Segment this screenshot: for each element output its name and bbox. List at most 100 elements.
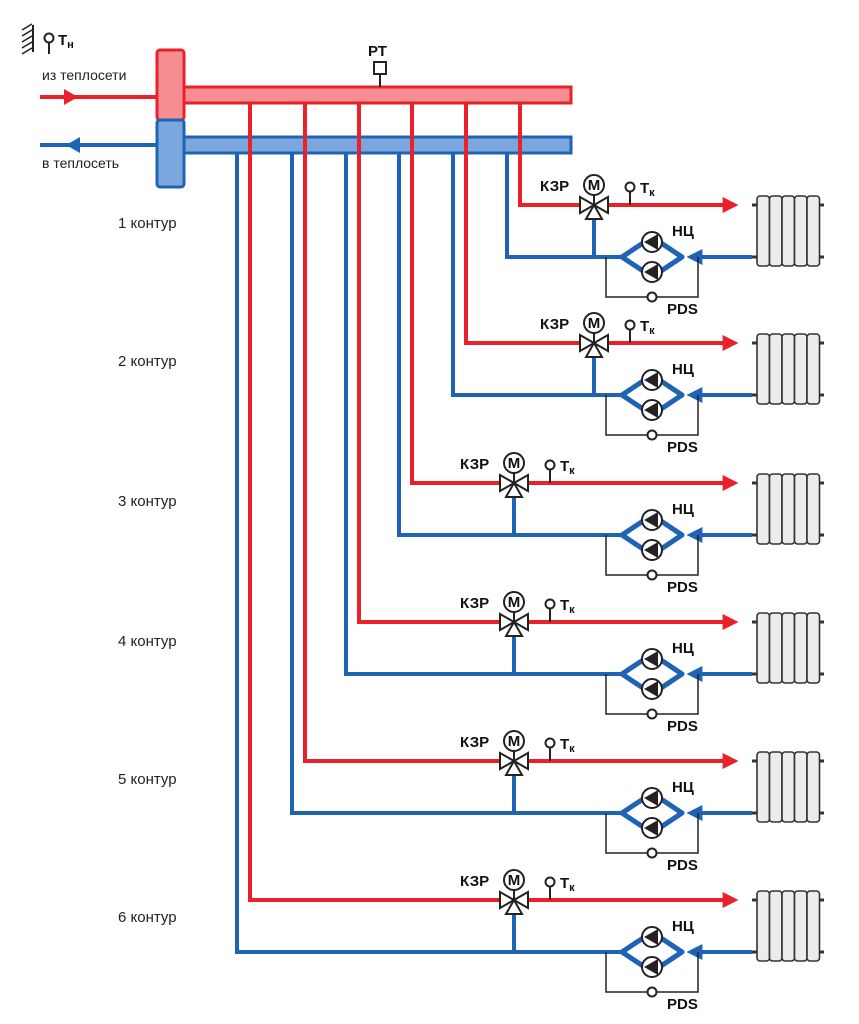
temp-sensor-icon	[544, 459, 556, 471]
pump-icon	[641, 926, 663, 948]
contour-4: 4 контур НЦ PDS M КЗР Tк	[118, 103, 824, 735]
valve-body-right	[511, 612, 529, 632]
pump-icon	[641, 261, 663, 283]
pump-icon	[641, 539, 663, 561]
temp-sensor-icon	[544, 737, 556, 749]
return-pipe	[451, 153, 622, 397]
supply-pipe	[248, 103, 500, 902]
supply-pipe	[410, 103, 500, 485]
to-network-label: в теплосеть	[42, 155, 119, 171]
outdoor-temp-sensor: Tн	[21, 23, 74, 55]
valve-label: КЗР	[460, 873, 489, 890]
pump-label: НЦ	[672, 223, 694, 240]
motor-label: M	[508, 872, 521, 889]
contour-label: 4 контур	[118, 633, 177, 650]
contour-label: 1 контур	[118, 215, 177, 232]
from-network-label: из теплосети	[42, 67, 126, 83]
supply-header	[182, 85, 573, 105]
valve-body-left	[499, 473, 517, 493]
pds-label: PDS	[667, 718, 698, 735]
contour-2: 2 контур НЦ PDS M КЗР Tк	[118, 103, 824, 456]
motor-icon	[583, 312, 605, 334]
motor-icon	[503, 452, 525, 474]
valve-body-bottom	[504, 758, 524, 776]
return-outlet-arrow-icon	[66, 137, 80, 153]
valve-body-left	[499, 890, 517, 910]
valve-body-bottom	[504, 619, 524, 637]
pressure-sensor: РТ	[368, 43, 387, 87]
valve-body-bottom	[504, 480, 524, 498]
pump-icon	[641, 509, 663, 531]
valve-label: КЗР	[460, 734, 489, 751]
pump-label: НЦ	[672, 918, 694, 935]
return-pipe	[344, 153, 622, 676]
pump-label: НЦ	[672, 501, 694, 518]
contour-label: 6 контур	[118, 909, 177, 926]
temp-sensor-label: Tк	[640, 318, 655, 337]
radiator-icon	[752, 612, 824, 684]
pds-sensor-icon	[646, 569, 658, 581]
contour-label: 5 контур	[118, 771, 177, 788]
pds-sensor-icon	[646, 429, 658, 441]
valve-body-left	[579, 333, 597, 353]
valve-body-right	[511, 890, 529, 910]
temp-sensor-label: Tк	[560, 736, 575, 755]
valve-body-bottom	[584, 202, 604, 220]
return-pipe	[505, 153, 622, 259]
motor-icon	[503, 869, 525, 891]
motor-label: M	[588, 177, 601, 194]
temp-sensor-icon	[624, 319, 636, 331]
supply-inlet-arrow-icon	[64, 89, 78, 105]
three-way-valve: M КЗР	[460, 869, 529, 915]
pds-sensor-icon	[646, 291, 658, 303]
valve-body-left	[579, 195, 597, 215]
outdoor-temp-label: Tн	[58, 32, 74, 51]
temp-sensor-label: Tк	[560, 458, 575, 477]
pds-sensor-icon	[646, 986, 658, 998]
supply-pipe	[303, 103, 500, 763]
radiator-icon	[752, 751, 824, 823]
supply-pipe	[518, 103, 580, 207]
valve-body-left	[499, 751, 517, 771]
motor-label: M	[588, 315, 601, 332]
pds-label: PDS	[667, 996, 698, 1013]
temp-sensor-icon	[544, 876, 556, 888]
supply-pipe	[357, 103, 500, 624]
valve-label: КЗР	[540, 316, 569, 333]
valve-body-right	[511, 751, 529, 771]
valve-body-right	[591, 333, 609, 353]
pump-icon	[641, 369, 663, 391]
return-pipe	[397, 153, 622, 537]
valve-body-left	[499, 612, 517, 632]
pump-label: НЦ	[672, 779, 694, 796]
pump-label: НЦ	[672, 640, 694, 657]
motor-icon	[503, 591, 525, 613]
pump-icon	[641, 399, 663, 421]
radiator-icon	[752, 195, 824, 267]
temp-sensor-label: Tк	[560, 597, 575, 616]
temp-sensor-label: Tк	[560, 875, 575, 894]
pump-icon	[641, 787, 663, 809]
motor-icon	[583, 174, 605, 196]
pds-label: PDS	[667, 301, 698, 318]
valve-label: КЗР	[540, 178, 569, 195]
three-way-valve: M КЗР	[540, 312, 609, 358]
motor-label: M	[508, 733, 521, 750]
contour-5: 5 контур НЦ PDS M КЗР Tк	[118, 103, 824, 874]
pump-icon	[641, 678, 663, 700]
return-header	[182, 135, 573, 155]
valve-body-right	[591, 195, 609, 215]
contour-label: 2 контур	[118, 353, 177, 370]
motor-label: M	[508, 594, 521, 611]
radiator-icon	[752, 333, 824, 405]
pds-sensor-icon	[646, 847, 658, 859]
motor-icon	[503, 730, 525, 752]
pump-icon	[641, 648, 663, 670]
pds-label: PDS	[667, 439, 698, 456]
